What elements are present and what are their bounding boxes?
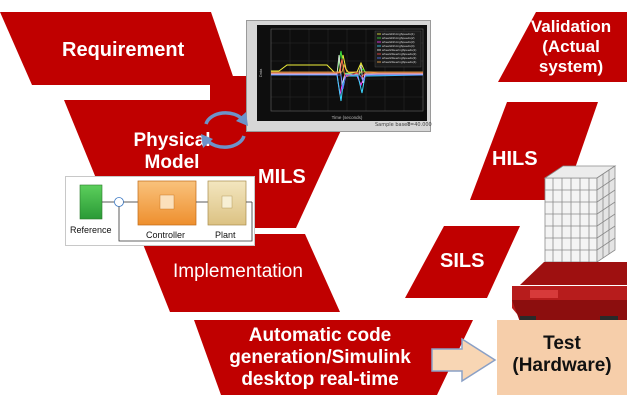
scope-footer-right: T=40.000 [407,122,432,128]
scope-footer-left: Sample based [375,122,411,128]
validation-label: Validation (Actual system) [518,17,624,77]
autocode-label-line1: Automatic code [248,325,392,346]
implementation-label: Implementation [173,261,303,282]
feedback-line [118,202,253,242]
legend-entry: wheelsDrivingSpeeds(3) [382,40,415,44]
reference-block [79,184,103,220]
trace-orange [271,63,423,73]
sum-junction [114,197,124,207]
arrow-to-test [431,337,497,383]
legend-entry: wheelsDrivingSpeeds(4) [382,44,415,48]
scope-window: Data Time (seconds) wheelsDrivingSpeeds(… [246,20,432,132]
reference-label: Reference [70,225,112,235]
legend-entry: wheelsSteeringSpeeds(1) [382,48,416,52]
autocode-shape [194,320,473,395]
legend-entry: wheelsSteeringSpeeds(2) [382,52,416,56]
scope-statusbar: Sample based T=40.000 [247,121,432,131]
test-hardware-box [497,320,627,395]
requirement-label: Requirement [62,39,185,61]
hils-label: HILS [492,148,538,170]
trace-blue [271,74,423,90]
physical-model-label-line2: Model [144,151,200,173]
scope-x-label: Time (seconds) [332,115,363,120]
scope-plot-area: Data Time (seconds) wheelsDrivingSpeeds(… [257,25,427,121]
controller-label: Controller [146,230,186,240]
legend-entry: wheelsSteeringSpeeds(4) [382,60,416,64]
test-label-line2: (Hardware) [512,355,612,377]
physical-model-label: Physical Model [118,130,226,174]
implementation-shape [139,234,340,312]
plant-label: Plant [215,230,236,240]
test-hardware-label: Test (Hardware) [497,333,627,378]
trace-green [271,50,423,76]
validation-label-line1: Validation [530,17,612,36]
control-block-diagram: Reference Controller Plant [65,176,255,246]
legend-entry: wheelsDrivingSpeeds(1) [382,32,415,36]
block-diagram-svg [79,180,253,242]
autocode-label: Automatic code generation/Simulink deskt… [222,325,418,391]
scope-legend: wheelsDrivingSpeeds(1) wheelsDrivingSpee… [377,32,416,64]
validation-label-line2: (Actual [542,36,600,56]
legend-entry: wheelsSteeringSpeeds(3) [382,56,416,60]
validation-label-line3: system) [538,56,604,76]
autocode-label-line2: generation/Simulink [229,346,411,368]
scope-plot: Data Time (seconds) wheelsDrivingSpeeds(… [258,28,424,120]
autocode-label-line3: desktop real-time [241,368,399,390]
test-label-line1: Test [543,333,581,354]
legend-entry: wheelsDrivingSpeeds(2) [382,36,415,40]
physical-model-label-line1: Physical [133,130,211,151]
sils-shape [405,226,520,298]
sils-label: SILS [440,250,485,272]
mils-label: MILS [258,166,306,188]
scope-y-label: Data [258,68,263,77]
requirement-shape [0,12,236,85]
validation-shape [498,12,627,82]
